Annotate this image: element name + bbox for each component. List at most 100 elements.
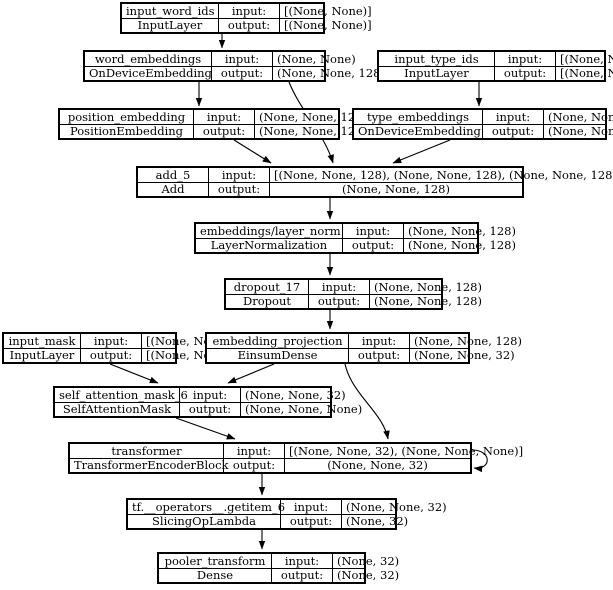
node-word_embeddings-class: OnDeviceEmbedding xyxy=(84,65,212,81)
node-embeddings_layer_norm-input-shape: (None, None, 128) xyxy=(403,223,516,239)
node-position_embedding-output-shape: (None, None, 128) xyxy=(254,123,367,139)
node-self_attention_mask_6-output-label: output: xyxy=(179,401,241,417)
node-input_type_ids-output-label: output: xyxy=(494,65,556,81)
node-self_attention_mask_6-input-label: input: xyxy=(179,387,241,403)
edge-input_mask-to-self_attention_mask_6 xyxy=(109,363,159,384)
node-input_type_ids-input-label: input: xyxy=(494,51,556,67)
node-type_embeddings-output-shape: (None, None, 128) xyxy=(543,123,613,139)
node-self_attention_mask_6-class: SelfAttentionMask xyxy=(54,401,180,417)
node-position_embedding-output-label: output: xyxy=(193,123,255,139)
node-input_type_ids-class: InputLayer xyxy=(378,65,495,81)
node-embedding_projection-output-shape: (None, None, 32) xyxy=(409,347,515,363)
node-position_embedding[interactable]: position_embedding input: (None, None, 1… xyxy=(58,108,367,140)
node-input_type_ids-input-shape: [(None, None)] xyxy=(555,51,613,67)
node-pooler_transform-input-shape: (None, 32) xyxy=(332,553,399,569)
node-input_mask-output-shape: [(None, None)] xyxy=(141,347,234,363)
node-add_5-input-shape: [(None, None, 128), (None, None, 128), (… xyxy=(269,167,613,183)
node-word_embeddings-output-shape: (None, None, 128) xyxy=(272,65,385,81)
node-embedding_projection[interactable]: embedding_projection input: (None, None,… xyxy=(205,332,522,364)
node-position_embedding-input-label: input: xyxy=(193,109,255,125)
node-transformer-class: TransformerEncoderBlock xyxy=(69,457,229,473)
node-transformer-output-label: output: xyxy=(223,457,285,473)
node-transformer-name: transformer xyxy=(69,443,224,459)
node-add_5-output-shape: (None, None, 128) xyxy=(269,181,523,197)
node-embeddings_layer_norm-output-label: output: xyxy=(342,237,404,253)
node-position_embedding-name: position_embedding xyxy=(59,109,194,125)
node-input_word_ids-input-shape: [(None, None)] xyxy=(279,3,372,19)
node-dropout_17-name: dropout_17 xyxy=(225,279,309,295)
node-add_5-class: Add xyxy=(137,181,209,197)
node-input_word_ids-input-label: input: xyxy=(218,3,280,19)
node-transformer-output-shape: (None, None, 32) xyxy=(284,457,471,473)
node-embedding_projection-input-shape: (None, None, 128) xyxy=(409,333,522,349)
node-self_attention_mask_6-name: self_attention_mask_6 xyxy=(54,387,188,403)
node-add_5-output-label: output: xyxy=(208,181,270,197)
node-self_attention_mask_6[interactable]: self_attention_mask_6 input: (None, None… xyxy=(53,386,362,418)
node-getitem_6-output-shape: (None, 32) xyxy=(341,513,408,529)
node-word_embeddings-input-shape: (None, None) xyxy=(272,51,356,67)
node-self_attention_mask_6-output-shape: (None, None, None) xyxy=(240,401,362,417)
node-input_word_ids-class: InputLayer xyxy=(121,17,219,33)
node-type_embeddings[interactable]: type_embeddings input: (None, None) OnDe… xyxy=(352,108,613,140)
node-embeddings_layer_norm-output-shape: (None, None, 128) xyxy=(403,237,516,253)
node-getitem_6-input-label: input: xyxy=(280,499,342,515)
node-transformer-input-shape: [(None, None, 32), (None, None, None)] xyxy=(284,443,523,459)
node-position_embedding-class: PositionEmbedding xyxy=(59,123,194,139)
node-embedding_projection-input-label: input: xyxy=(348,333,410,349)
node-transformer-input-label: input: xyxy=(223,443,285,459)
node-embedding_projection-class: EinsumDense xyxy=(206,347,349,363)
node-input_mask-class: InputLayer xyxy=(3,347,81,363)
node-getitem_6-output-label: output: xyxy=(280,513,342,529)
edge-self_attention_mask_6-to-transformer xyxy=(175,417,236,440)
node-input_mask[interactable]: input_mask input: [(None, None)] InputLa… xyxy=(2,332,234,364)
node-embedding_projection-name: embedding_projection xyxy=(206,333,349,349)
node-dropout_17-output-label: output: xyxy=(308,293,370,309)
node-input_word_ids[interactable]: input_word_ids input: [(None, None)] Inp… xyxy=(120,2,372,34)
node-position_embedding-input-shape: (None, None, 128) xyxy=(254,109,367,125)
node-add_5-name: add_5 xyxy=(137,167,209,183)
node-embedding_projection-output-label: output: xyxy=(348,347,410,363)
node-pooler_transform-name: pooler_transform xyxy=(158,553,272,569)
node-pooler_transform-input-label: input: xyxy=(271,553,333,569)
node-word_embeddings-name: word_embeddings xyxy=(84,51,212,67)
node-input_word_ids-name: input_word_ids xyxy=(121,3,219,19)
edge-embedding_projection-to-self_attention_mask_6 xyxy=(227,363,275,384)
node-embeddings_layer_norm-name: embeddings/layer_norm xyxy=(195,223,343,239)
node-input_type_ids-name: input_type_ids xyxy=(378,51,495,67)
node-embeddings_layer_norm-input-label: input: xyxy=(342,223,404,239)
node-word_embeddings[interactable]: word_embeddings input: (None, None) OnDe… xyxy=(83,50,385,82)
node-input_mask-output-label: output: xyxy=(80,347,142,363)
node-pooler_transform-output-shape: (None, 32) xyxy=(332,567,399,583)
node-transformer[interactable]: transformer input: [(None, None, 32), (N… xyxy=(68,442,523,474)
node-embeddings_layer_norm-class: LayerNormalization xyxy=(195,237,343,253)
node-pooler_transform[interactable]: pooler_transform input: (None, 32) Dense… xyxy=(157,552,399,584)
node-getitem_6-name: tf.__operators__.getitem_6 xyxy=(127,499,285,515)
edge-position_embedding-to-add_5 xyxy=(233,139,272,164)
node-type_embeddings-output-label: output: xyxy=(482,123,544,139)
node-pooler_transform-class: Dense xyxy=(158,567,272,583)
node-pooler_transform-output-label: output: xyxy=(271,567,333,583)
node-input_mask-input-shape: [(None, None)] xyxy=(141,333,234,349)
node-add_5-input-label: input: xyxy=(208,167,270,183)
node-dropout_17-input-label: input: xyxy=(308,279,370,295)
node-dropout_17-input-shape: (None, None, 128) xyxy=(369,279,482,295)
node-type_embeddings-name: type_embeddings xyxy=(353,109,483,125)
node-input_mask-name: input_mask xyxy=(3,333,81,349)
edge-type_embeddings-to-add_5 xyxy=(392,139,451,164)
node-type_embeddings-class: OnDeviceEmbedding xyxy=(353,123,483,139)
node-getitem_6-input-shape: (None, None, 32) xyxy=(341,499,447,515)
node-dropout_17-class: Dropout xyxy=(225,293,309,309)
node-input_word_ids-output-label: output: xyxy=(218,17,280,33)
node-self_attention_mask_6-input-shape: (None, None, 32) xyxy=(240,387,346,403)
node-input_mask-input-label: input: xyxy=(80,333,142,349)
node-embeddings_layer_norm[interactable]: embeddings/layer_norm input: (None, None… xyxy=(194,222,516,254)
node-type_embeddings-input-label: input: xyxy=(482,109,544,125)
node-dropout_17[interactable]: dropout_17 input: (None, None, 128) Drop… xyxy=(224,278,482,310)
node-input_type_ids[interactable]: input_type_ids input: [(None, None)] Inp… xyxy=(377,50,613,82)
node-word_embeddings-input-label: input: xyxy=(211,51,273,67)
node-add_5[interactable]: add_5 input: [(None, None, 128), (None, … xyxy=(136,166,613,198)
node-type_embeddings-input-shape: (None, None) xyxy=(543,109,613,125)
node-getitem_6[interactable]: tf.__operators__.getitem_6 input: (None,… xyxy=(126,498,447,530)
node-input_word_ids-output-shape: [(None, None)] xyxy=(279,17,372,33)
